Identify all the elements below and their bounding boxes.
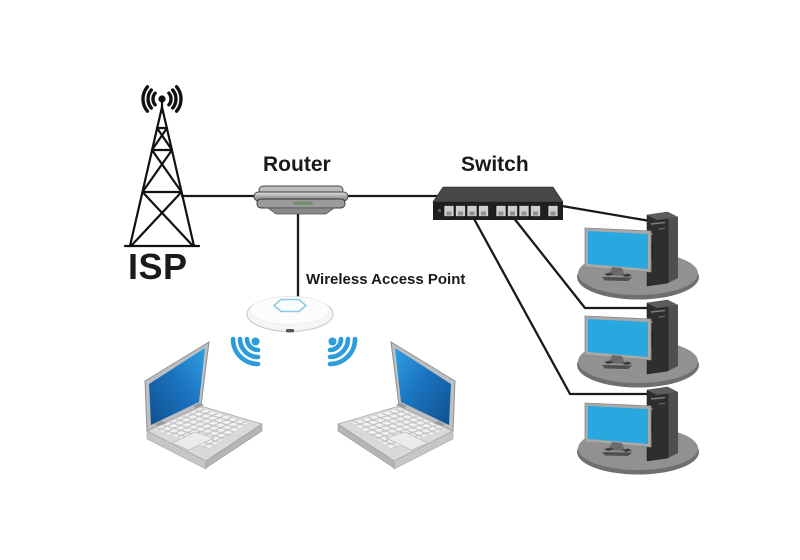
desktop-computer-1 [576, 211, 700, 301]
switch-icon [432, 186, 564, 220]
cable-switch-desktop2 [511, 215, 652, 310]
router-label: Router [263, 153, 331, 176]
switch-ports [443, 205, 559, 217]
wifi-signal-icon-left [233, 338, 260, 365]
cable-switch-desktop3 [471, 215, 652, 396]
wireless-access-point-icon [246, 296, 334, 333]
switch-label: Switch [461, 153, 529, 176]
cable-switch-desktop1 [560, 204, 652, 223]
desktop-computer-2 [576, 299, 700, 389]
desktop-computer-3 [576, 386, 700, 476]
wifi-signal-icon-right [329, 338, 356, 365]
ap-hexagon-badge [272, 298, 308, 313]
wireless-access-point-label: Wireless Access Point [306, 271, 466, 288]
isp-tower-icon [123, 85, 201, 248]
cable-lines [180, 194, 652, 396]
router-icon [253, 185, 349, 215]
isp-label: ISP [128, 246, 188, 287]
radio-waves-icon [141, 85, 183, 113]
laptop-right [337, 341, 456, 470]
